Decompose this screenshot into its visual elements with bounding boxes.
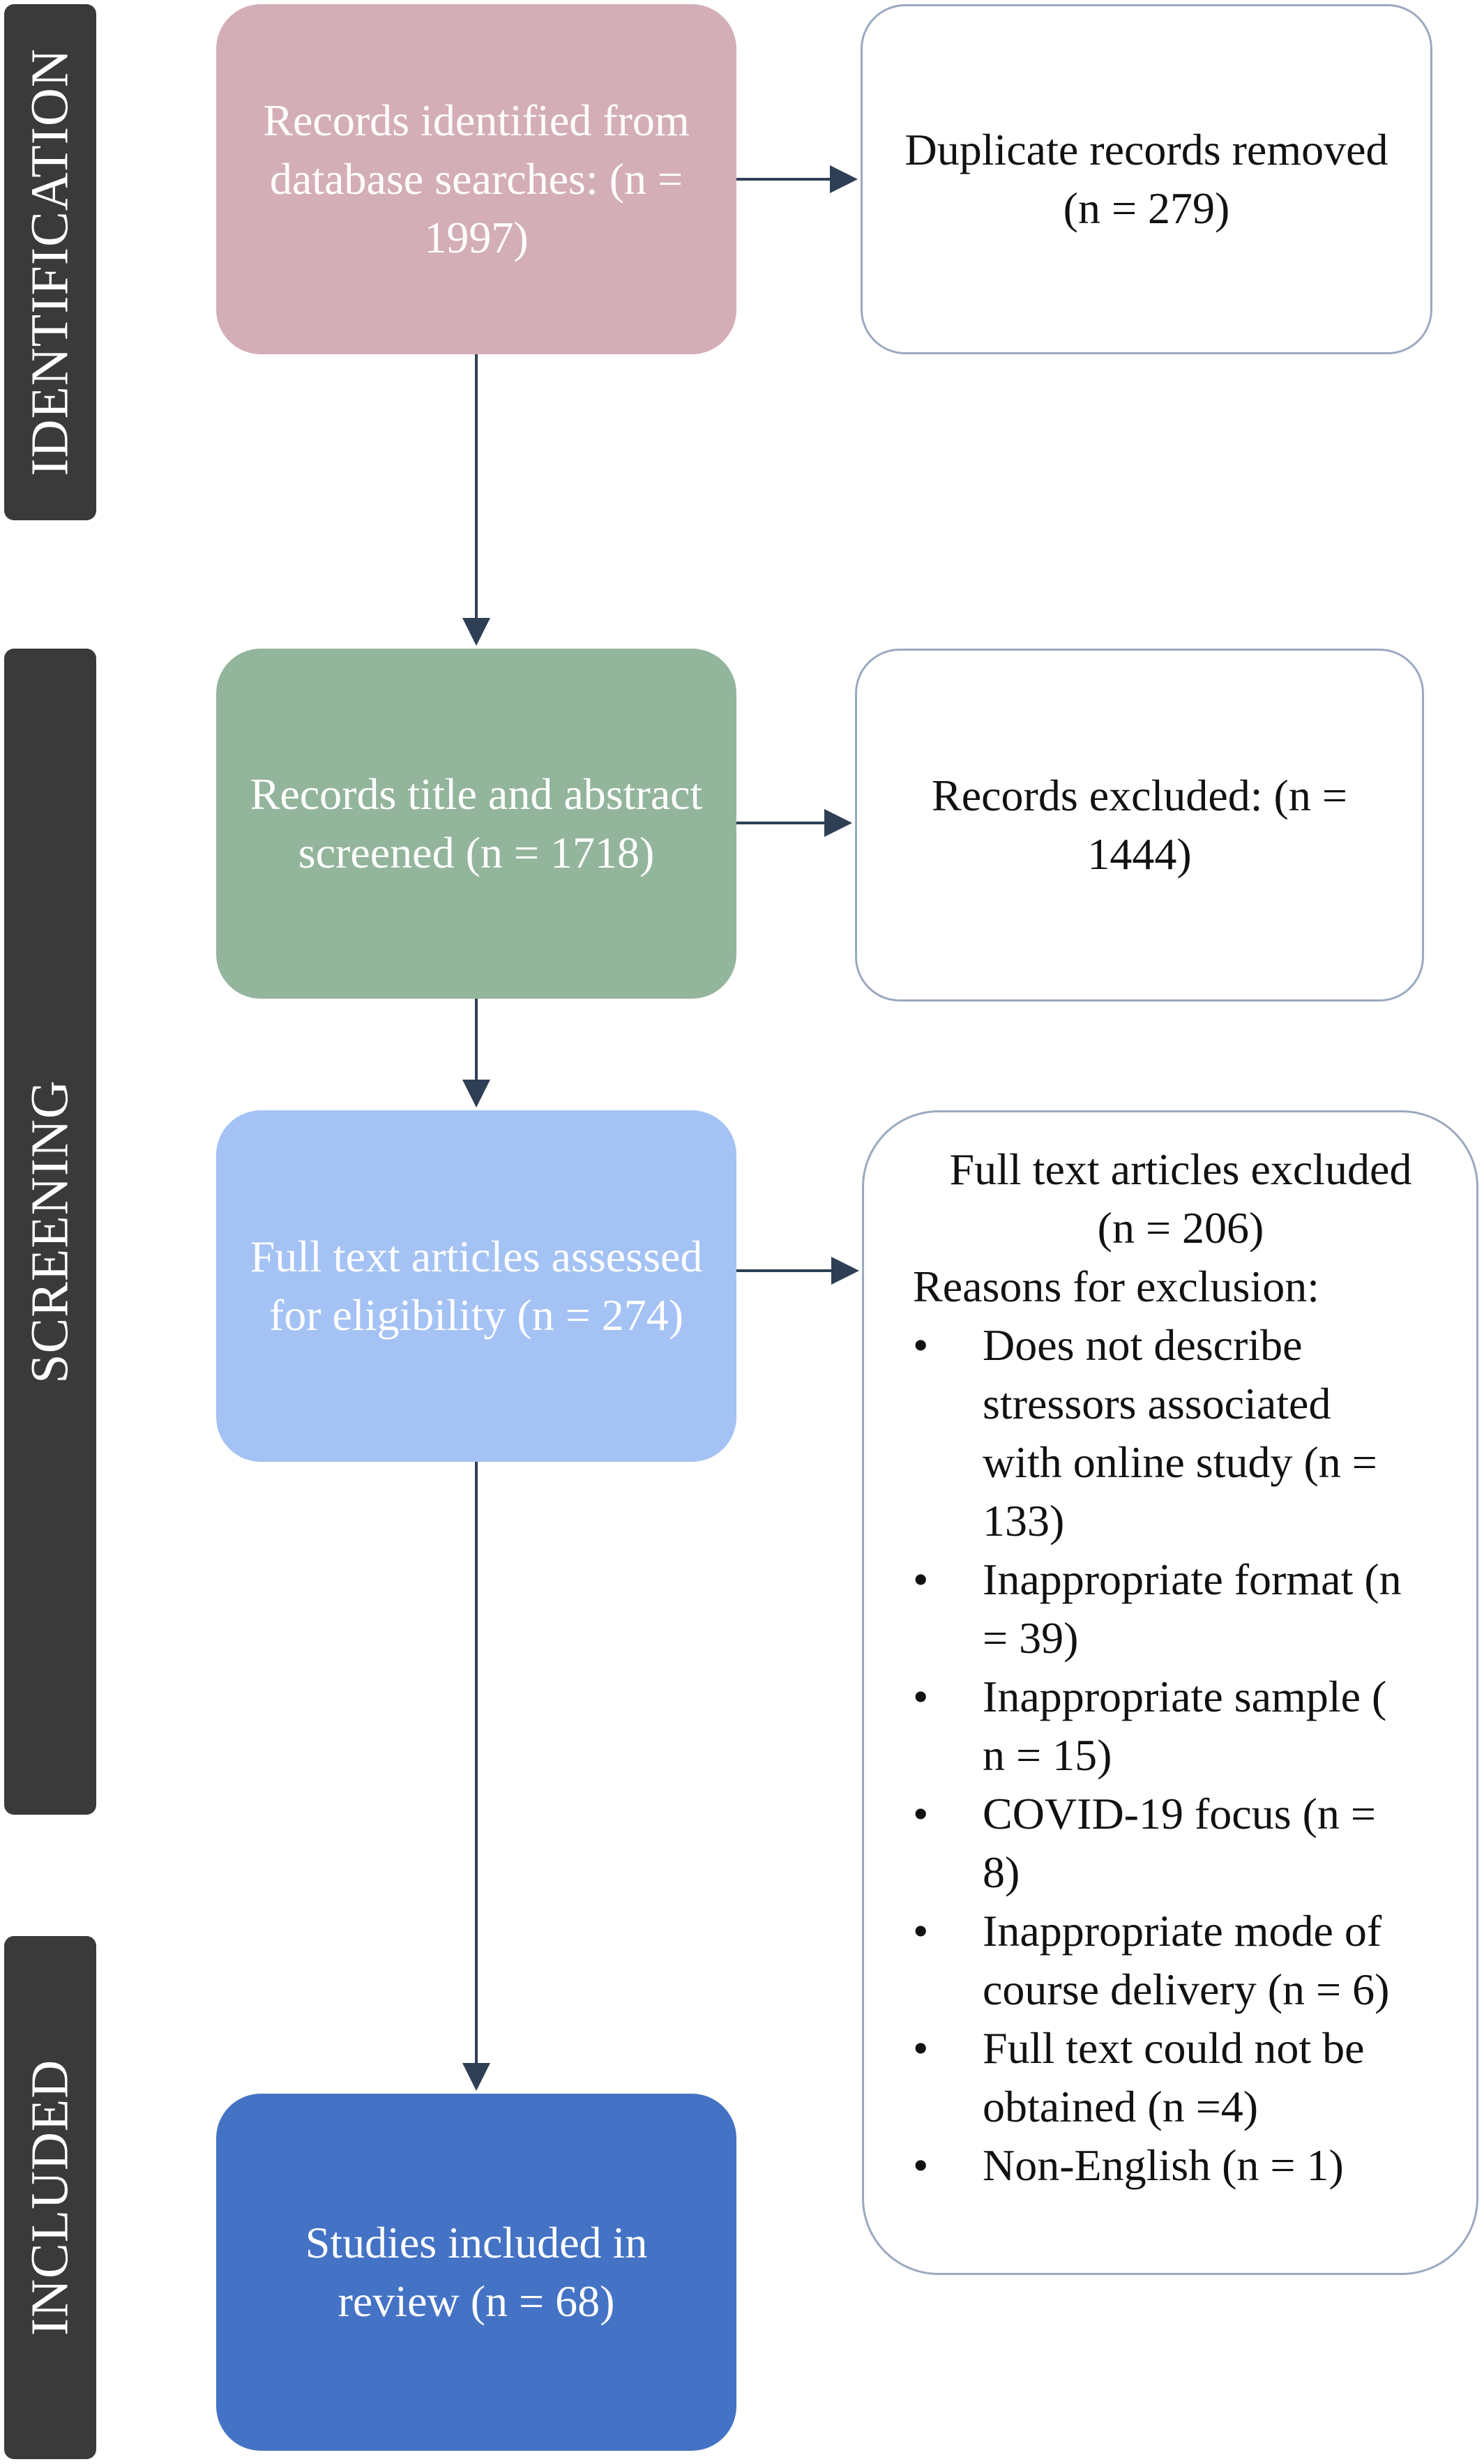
fulltext-excluded-count: (n = 206) bbox=[1097, 1203, 1264, 1253]
exclusion-reason: COVID-19 focus (n = 8) bbox=[913, 1785, 1415, 1902]
records-excluded-text: Records excluded: (n = 1444) bbox=[932, 771, 1347, 879]
exclusion-reason: Non-English (n = 1) bbox=[913, 2136, 1415, 2195]
exclusion-reasons-heading: Reasons for exclusion: bbox=[913, 1262, 1319, 1311]
exclusion-reason: Inappropriate sample ( n = 15) bbox=[913, 1668, 1415, 1785]
fulltext-excluded-title: Full text articles excluded bbox=[949, 1144, 1412, 1194]
duplicates-removed-text: Duplicate records removed (n = 279) bbox=[904, 125, 1388, 233]
records-screened-box: Records title and abstract screened (n =… bbox=[216, 649, 736, 999]
records-screened-text: Records title and abstract screened (n =… bbox=[250, 769, 703, 877]
records-identified-box: Records identified from database searche… bbox=[216, 4, 736, 354]
fulltext-excluded-box: Full text articles excluded (n = 206) Re… bbox=[862, 1110, 1478, 2275]
studies-included-text: Studies included in review (n = 68) bbox=[305, 2218, 648, 2326]
exclusion-reason: Inappropriate mode of course delivery (n… bbox=[913, 1902, 1415, 2019]
studies-included-box: Studies included in review (n = 68) bbox=[216, 2094, 736, 2451]
records-excluded-box: Records excluded: (n = 1444) bbox=[855, 649, 1424, 1002]
fulltext-assessed-box: Full text articles assessed for eligibil… bbox=[216, 1110, 736, 1462]
duplicates-removed-box: Duplicate records removed (n = 279) bbox=[861, 4, 1432, 354]
exclusion-reason: Full text could not be obtained (n =4) bbox=[913, 2019, 1415, 2136]
fulltext-assessed-text: Full text articles assessed for eligibil… bbox=[250, 1232, 703, 1340]
exclusion-reason: Inappropriate format (n = 39) bbox=[913, 1550, 1415, 1668]
stage-label-screening: SCREENING bbox=[4, 649, 96, 1815]
exclusion-reason: Does not describe stressors associated w… bbox=[913, 1316, 1415, 1550]
stage-label-identification: IDENTIFICATION bbox=[4, 4, 96, 520]
stage-label-included: INCLUDED bbox=[4, 1936, 96, 2459]
records-identified-text: Records identified from database searche… bbox=[263, 96, 690, 262]
exclusion-reasons-list: Does not describe stressors associated w… bbox=[913, 1316, 1448, 2195]
